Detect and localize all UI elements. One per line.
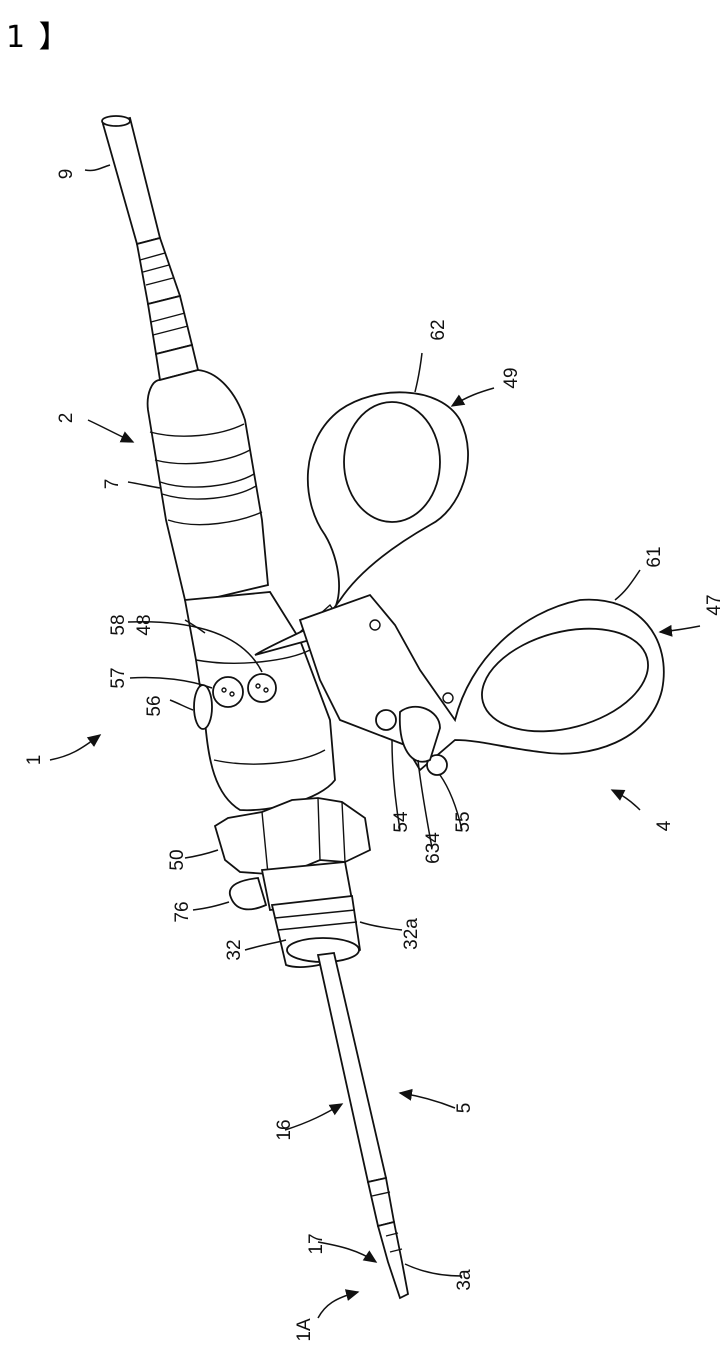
- label-16: 16: [274, 1119, 295, 1140]
- label-3a: 3a: [454, 1269, 475, 1291]
- label-48: 48: [134, 614, 155, 635]
- label-56: 56: [144, 695, 165, 716]
- label-57: 57: [108, 667, 129, 688]
- label-32: 32: [224, 939, 245, 960]
- label-2: 2: [56, 413, 77, 424]
- connector-collar: [230, 862, 360, 967]
- label-7: 7: [102, 479, 123, 490]
- label-55: 55: [453, 811, 474, 832]
- label-58: 58: [108, 614, 129, 635]
- label-1A: 1A: [294, 1318, 315, 1342]
- label-61: 61: [644, 546, 665, 567]
- label-17: 17: [306, 1233, 327, 1254]
- label-62: 62: [428, 319, 449, 340]
- forceps-tip: [378, 1222, 408, 1298]
- insertion-shaft: [318, 953, 394, 1226]
- label-47: 47: [704, 594, 725, 615]
- label-1: 1: [24, 755, 45, 766]
- label-54: 54: [391, 811, 412, 833]
- label-4: 4: [654, 820, 675, 831]
- label-49: 49: [501, 367, 522, 388]
- tail-tube: [102, 116, 198, 380]
- lower-ring-handle: [300, 595, 664, 775]
- label-32a: 32a: [401, 918, 422, 950]
- label-9: 9: [56, 169, 77, 180]
- label-5: 5: [454, 1103, 475, 1114]
- label-50: 50: [167, 849, 188, 870]
- label-634: 634: [423, 832, 444, 864]
- handle-body: [148, 370, 270, 606]
- label-76: 76: [172, 901, 193, 922]
